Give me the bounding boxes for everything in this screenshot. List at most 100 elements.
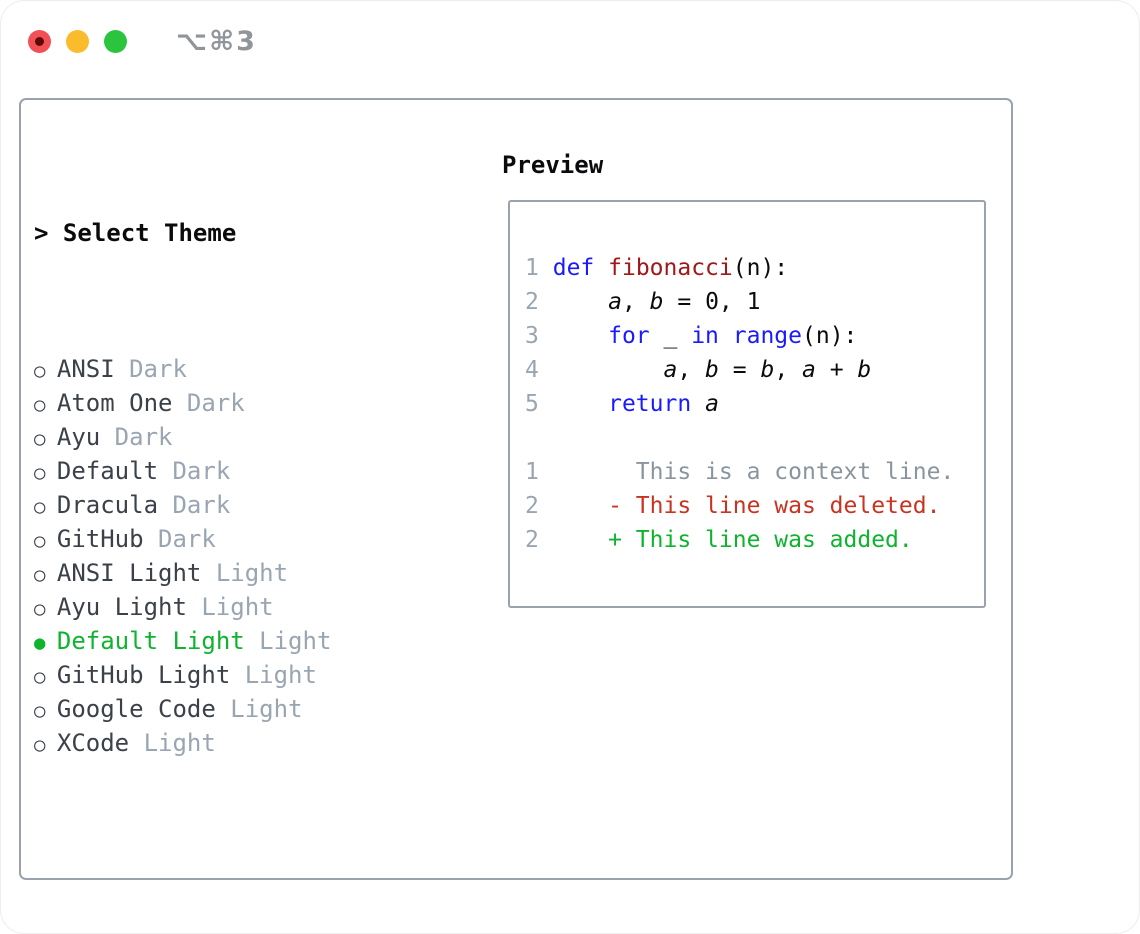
code-line xyxy=(525,421,954,455)
preview-title: Preview xyxy=(502,151,604,179)
code-segment: , xyxy=(621,289,650,315)
window-titlebar: ⌥⌘3 xyxy=(28,26,257,57)
theme-variant-badge: Light xyxy=(244,661,317,689)
code-segment: = xyxy=(718,357,761,383)
radio-icon: ○ xyxy=(34,564,46,586)
theme-variant-badge: Light xyxy=(201,593,274,621)
radio-icon: ○ xyxy=(34,700,46,722)
code-segment xyxy=(539,323,608,349)
theme-name: Default Light xyxy=(56,627,245,655)
theme-variant-badge: Dark xyxy=(172,457,231,485)
code-segment: 1 xyxy=(525,459,539,485)
code-segment: def xyxy=(552,255,595,281)
code-segment: 2 xyxy=(525,493,539,519)
code-segment xyxy=(719,323,733,349)
cursor-arrow-icon: > xyxy=(34,219,49,247)
code-segment: , xyxy=(774,357,803,383)
radio-icon: ○ xyxy=(34,360,46,382)
code-segment: 4 xyxy=(525,357,539,383)
code-segment: 2 xyxy=(525,527,539,553)
theme-name: GitHub Light xyxy=(56,661,231,689)
code-segment: for xyxy=(608,323,650,349)
code-line: 2 - This line was deleted. xyxy=(525,489,954,523)
code-line: 4 a, b = b, a + b xyxy=(525,353,954,387)
code-segment xyxy=(691,391,705,417)
code-segment: 1 xyxy=(525,255,539,281)
code-segment: return xyxy=(608,391,692,417)
code-segment: b xyxy=(760,357,775,383)
code-segment: 2 xyxy=(525,289,539,315)
code-line: 2 + This line was added. xyxy=(525,523,954,557)
code-segment: b xyxy=(705,357,719,383)
spacer xyxy=(34,862,439,896)
window-shortcut-label: ⌥⌘3 xyxy=(176,26,257,57)
minimize-button[interactable] xyxy=(66,30,89,53)
theme-variant-badge: Light xyxy=(230,695,303,723)
code-segment: (n): xyxy=(802,323,858,349)
radio-icon: ○ xyxy=(34,598,46,620)
code-segment xyxy=(539,357,664,383)
code-segment: = 0, 1 xyxy=(663,289,761,315)
code-segment: a xyxy=(608,289,622,315)
theme-name: GitHub xyxy=(56,525,144,553)
radio-icon: ○ xyxy=(34,462,46,484)
code-segment: , xyxy=(677,357,706,383)
close-button[interactable] xyxy=(28,30,51,53)
code-segment: 5 xyxy=(525,391,539,417)
code-segment: This is a context line. xyxy=(538,459,955,485)
code-segment: b xyxy=(857,357,872,383)
code-segment: in xyxy=(691,323,719,349)
code-segment: (n): xyxy=(732,255,789,281)
code-segment: - This line was deleted. xyxy=(538,493,941,519)
code-segment xyxy=(539,289,608,315)
theme-option-ansi-light-light[interactable]: ○ ANSI Light Light xyxy=(34,556,439,590)
theme-name: Google Code xyxy=(56,695,216,723)
code-segment: _ xyxy=(649,323,692,349)
theme-name: ANSI xyxy=(56,355,115,383)
theme-name: Dracula xyxy=(56,491,159,519)
theme-option-github-dark[interactable]: ○ GitHub Dark xyxy=(34,522,439,556)
theme-variant-badge: Dark xyxy=(158,525,216,553)
code-segment: 3 xyxy=(525,323,539,349)
theme-option-google-code-light[interactable]: ○ Google Code Light xyxy=(34,692,439,726)
radio-icon: ○ xyxy=(34,394,46,416)
radio-icon: ○ xyxy=(34,496,46,518)
radio-icon: ○ xyxy=(34,734,46,756)
code-segment: fibonacci xyxy=(608,255,733,281)
theme-option-ansi-dark[interactable]: ○ ANSI Dark xyxy=(34,352,439,386)
code-segment: + xyxy=(815,357,858,383)
theme-name: ANSI Light xyxy=(56,559,202,587)
theme-option-default-dark[interactable]: ○ Default Dark xyxy=(34,454,439,488)
code-segment xyxy=(594,255,608,281)
theme-name: Default xyxy=(56,457,159,485)
close-button-dot-icon xyxy=(35,37,44,46)
code-segment: a xyxy=(802,357,816,383)
code-line: 1 This is a context line. xyxy=(525,455,954,489)
theme-variant-badge: Dark xyxy=(186,389,245,417)
theme-option-xcode-light[interactable]: ○ XCode Light xyxy=(34,726,439,760)
code-segment: b xyxy=(649,289,664,315)
code-line: 5 return a xyxy=(525,387,954,421)
theme-variant-badge: Light xyxy=(143,729,216,757)
code-segment: a xyxy=(663,357,678,383)
theme-variant-badge: Light xyxy=(259,627,332,655)
theme-name: Ayu xyxy=(56,423,101,451)
radio-icon: ○ xyxy=(34,530,46,552)
code-line: 3 for _ in range(n): xyxy=(525,319,954,353)
theme-name: XCode xyxy=(56,729,130,757)
select-theme-title: Select Theme xyxy=(62,219,237,247)
theme-variant-badge: Dark xyxy=(129,355,187,383)
theme-variant-badge: Light xyxy=(215,559,289,587)
maximize-button[interactable] xyxy=(104,30,127,53)
